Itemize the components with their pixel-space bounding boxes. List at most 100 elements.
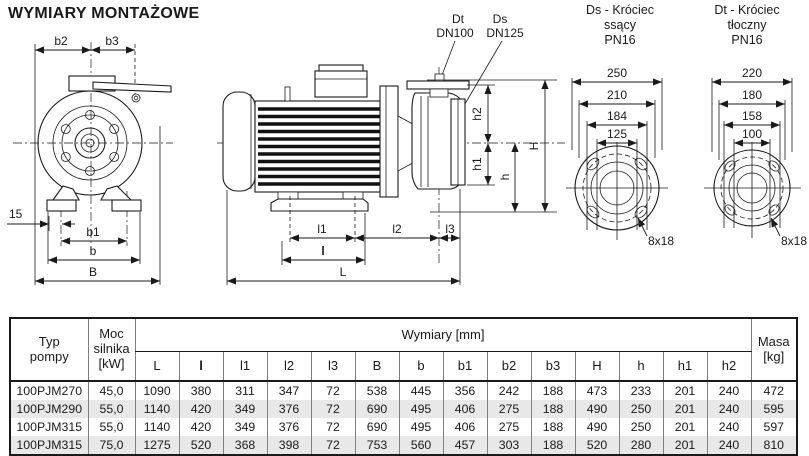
suction-flange-face: 8x18: [566, 142, 674, 248]
dim-label-b1: b1: [86, 225, 100, 239]
dt-title-line1: Dt - Króciec: [714, 3, 779, 17]
cell-dim: 242: [486, 381, 531, 400]
flange-views-drawing: Ds - Króciec ssący PN16 250 210 184 125 …: [566, 3, 807, 248]
cell-dim: 753: [354, 436, 399, 455]
col-header-moc: Moc silnika [kW]: [87, 318, 135, 381]
col-header-l: l: [178, 351, 223, 381]
col-header-l3: l3: [310, 351, 355, 381]
ds-title-line3: PN16: [604, 33, 635, 47]
col-header-B: B: [354, 351, 399, 381]
cell-dim: 349: [222, 400, 267, 418]
side-view-drawing: Dt DN100 Ds DN125: [217, 13, 565, 285]
cell-dim: 275: [486, 418, 531, 436]
front-view-dimensions: b2 b3 15 b1 b B: [7, 34, 160, 285]
dim-label-15: 15: [9, 207, 23, 221]
cell-typ: 100PJM270: [9, 381, 88, 400]
label-dt: Dt: [452, 13, 465, 26]
dt-title-line3: PN16: [731, 33, 762, 47]
dim-label-210: 210: [607, 88, 627, 102]
cell-dim: 445: [398, 381, 443, 400]
cell-dim: 356: [442, 381, 487, 400]
side-view-vertical-dimensions: h2 h1 h H: [470, 80, 549, 212]
dt-title-line2: tłoczny: [728, 18, 768, 32]
cell-dim: 347: [266, 381, 311, 400]
cell-dim: 72: [310, 381, 355, 400]
col-header-wymiary: Wymiary [mm]: [134, 318, 751, 352]
port-callouts: Dt DN100 Ds DN125: [436, 13, 524, 110]
label-ds-dn125: DN125: [486, 26, 524, 40]
dim-label-184: 184: [607, 109, 627, 123]
dim-label-158: 158: [742, 109, 762, 123]
cell-masa: 595: [750, 400, 797, 418]
col-header-h: h: [618, 351, 663, 381]
cell-dim: 188: [530, 436, 575, 455]
col-header-masa: Masa [kg]: [750, 318, 797, 381]
suction-flange-title: Ds - Króciec ssący PN16: [586, 3, 654, 47]
cell-dim: 1275: [134, 436, 179, 455]
cell-dim: 376: [266, 418, 311, 436]
col-header-typ: Typ pompy: [9, 318, 88, 381]
discharge-flange-title: Dt - Króciec tłoczny PN16: [714, 3, 779, 47]
dim-label-b3: b3: [105, 34, 119, 48]
table-row: 100PJM290 55,0 1140 420 349 376 72 690 4…: [9, 400, 797, 418]
support-bracket-front: [68, 75, 172, 103]
cell-dim: 490: [574, 400, 619, 418]
dim-label-100: 100: [742, 127, 762, 141]
cell-dim: 188: [530, 400, 575, 418]
cell-dim: 240: [706, 418, 751, 436]
dim-label-l: l: [321, 244, 324, 258]
col-header-H: H: [574, 351, 619, 381]
bolt-holes-label-dt: 8x18: [781, 234, 807, 248]
cell-typ: 100PJM315: [9, 436, 88, 455]
cell-dim: 406: [442, 418, 487, 436]
cell-dim: 72: [310, 418, 355, 436]
bolt-holes-label-ds: 8x18: [648, 234, 674, 248]
dimensions-table: Typ pompy Moc silnika [kW] Wymiary [mm] …: [9, 317, 798, 456]
front-view-drawing: b2 b3 15 b1 b B: [7, 34, 173, 285]
cell-dim: 72: [310, 400, 355, 418]
cell-dim: 690: [354, 400, 399, 418]
cell-moc: 75,0: [87, 436, 135, 455]
cell-dim: 240: [706, 381, 751, 400]
cell-dim: 201: [662, 381, 707, 400]
dim-label-l3: l3: [445, 222, 455, 236]
cell-moc: 55,0: [87, 418, 135, 436]
table-row: 100PJM315 55,0 1140 420 349 376 72 690 4…: [9, 418, 797, 436]
cell-dim: 250: [618, 418, 663, 436]
ds-title-line1: Ds - Króciec: [586, 3, 654, 17]
cell-dim: 368: [222, 436, 267, 455]
cell-dim: 490: [574, 418, 619, 436]
cell-dim: 250: [618, 400, 663, 418]
dim-label-250: 250: [607, 66, 627, 80]
dim-label-L: L: [340, 265, 347, 279]
dim-label-h2: h2: [470, 107, 484, 121]
dim-label-l1: l1: [317, 222, 327, 236]
dim-label-180: 180: [742, 88, 762, 102]
label-ds: Ds: [493, 13, 508, 26]
col-header-l2: l2: [266, 351, 311, 381]
cell-dim: 240: [706, 400, 751, 418]
pump-feet-front: [46, 185, 142, 212]
cell-dim: 303: [486, 436, 531, 455]
cell-dim: 188: [530, 418, 575, 436]
cell-dim: 473: [574, 381, 619, 400]
cell-masa: 472: [750, 381, 797, 400]
cell-typ: 100PJM290: [9, 400, 88, 418]
cell-dim: 520: [574, 436, 619, 455]
cell-dim: 72: [310, 436, 355, 455]
cell-dim: 1140: [134, 418, 179, 436]
dim-label-B: B: [89, 265, 97, 279]
cell-dim: 457: [442, 436, 487, 455]
dim-label-b2: b2: [54, 34, 68, 48]
col-header-b3: b3: [530, 351, 575, 381]
dim-label-b: b: [90, 244, 97, 258]
cell-dim: 398: [266, 436, 311, 455]
col-header-L: L: [134, 351, 179, 381]
cell-dim: 1140: [134, 400, 179, 418]
dim-label-125: 125: [607, 127, 627, 141]
cell-moc: 45,0: [87, 381, 135, 400]
cell-dim: 380: [178, 381, 223, 400]
pump-volute-side: [406, 73, 470, 190]
pump-casing-front: [37, 90, 143, 196]
cell-dim: 240: [706, 436, 751, 455]
